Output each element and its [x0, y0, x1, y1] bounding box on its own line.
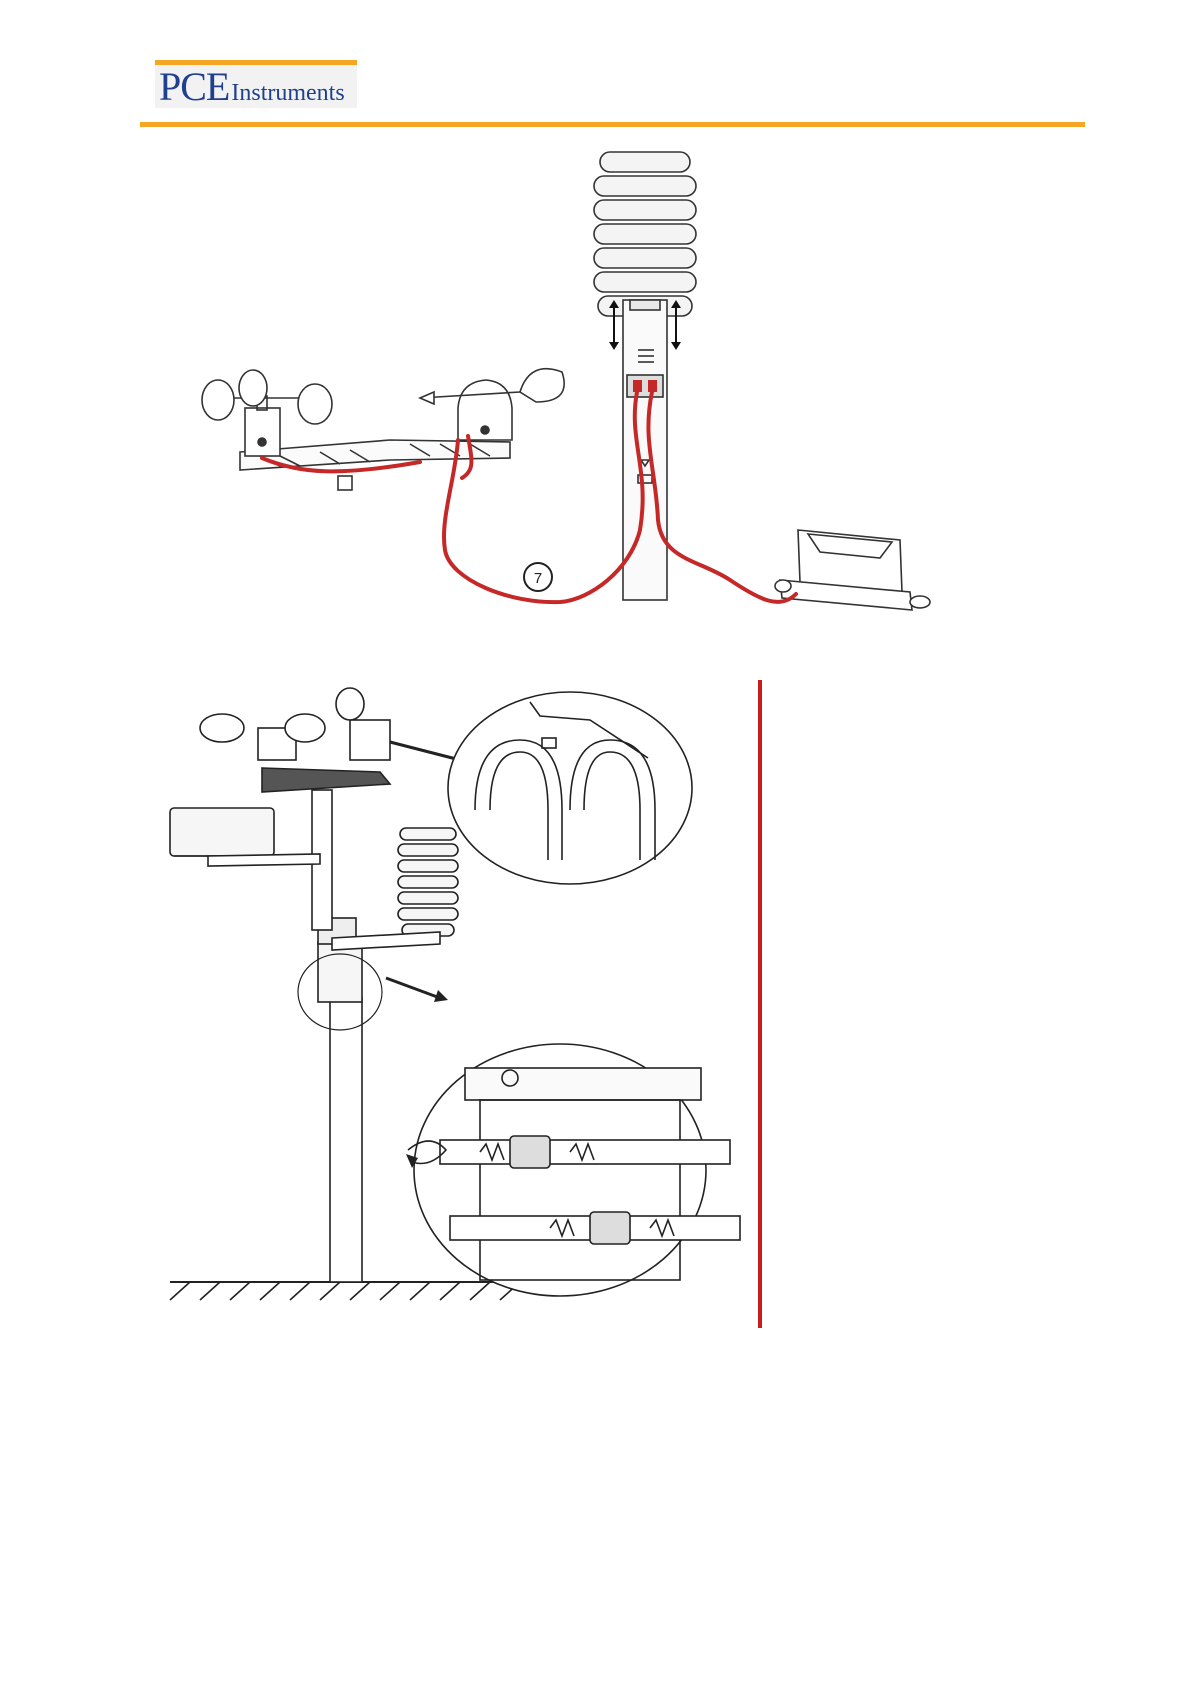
radiation-shield-illustration [594, 152, 696, 600]
upper-arm-illustration [200, 688, 466, 792]
logo-text: PCEInstruments [159, 65, 345, 115]
logo-sub-text: Instruments [231, 80, 344, 106]
mast-assembly-diagram [150, 680, 750, 1330]
header-divider [140, 122, 1085, 127]
ground-illustration [170, 1282, 540, 1300]
wiring-diagram: 7 [180, 140, 940, 650]
step-number: 7 [534, 570, 542, 587]
detail-magnifier-bottom [406, 1044, 740, 1296]
logo-main-text: PCE [159, 64, 229, 109]
detail-magnifier-top [448, 692, 692, 884]
rain-gauge-illustration [170, 808, 320, 866]
anemometer-illustration [202, 370, 332, 456]
brand-logo: PCEInstruments [155, 60, 357, 108]
rain-gauge-illustration [775, 530, 930, 610]
side-divider [758, 680, 762, 1328]
wind-vane-illustration [420, 369, 564, 440]
